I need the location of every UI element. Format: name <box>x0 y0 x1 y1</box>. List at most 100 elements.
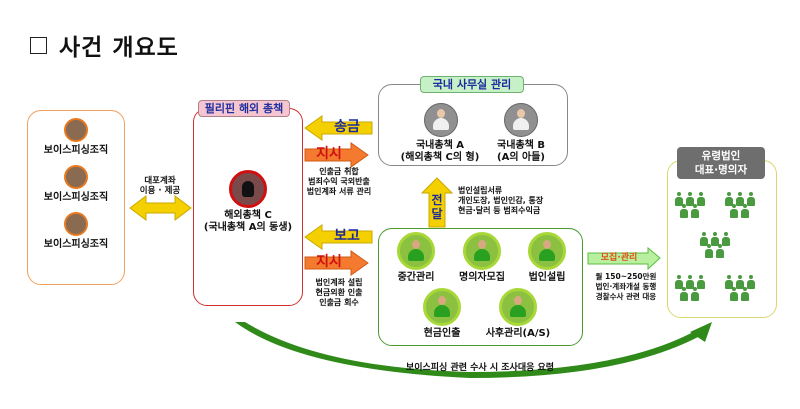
overseas-tag: 필리핀 해외 총책 <box>198 100 290 117</box>
person-figure-icon <box>700 232 708 246</box>
org-label: 보이스피싱조직 <box>43 145 109 156</box>
roles-panel <box>378 228 583 346</box>
person-figure-icon <box>741 204 749 218</box>
people-group-icon <box>675 275 711 303</box>
delivery-label: 전 달 <box>429 193 445 221</box>
curved-arrow-icon <box>235 322 700 378</box>
report-arrow-icon <box>304 224 373 250</box>
role-item: 중간관리 <box>392 232 440 284</box>
role-label: 현금인출 <box>423 328 461 339</box>
green-person-icon <box>463 232 501 270</box>
checkbox-square-icon <box>30 36 47 54</box>
role-label: 명의자모집 <box>459 272 505 283</box>
recruit-notes: 월 150~250만원 법인·계좌개설 동행 경찰수사 관련 대응 <box>583 272 669 302</box>
delivery-notes: 법인설립서류 개인도장, 법인인감, 통장 현금·달러 등 범죄수익금 <box>458 186 588 216</box>
delivery-arrow-icon <box>420 177 454 228</box>
people-groups <box>667 180 777 315</box>
person-relation: (해외총책 C의 형) <box>400 152 480 163</box>
people-group-icon <box>725 192 761 220</box>
lower-note: 법인계좌 설립 <box>315 278 363 287</box>
recruit-note: 경찰수사 관련 대응 <box>595 292 657 301</box>
org-item: 보이스피싱조직 <box>27 118 125 157</box>
shell-tag-line2: 대표·명의자 <box>694 164 748 176</box>
person-name: 국내총책 A <box>415 140 465 151</box>
person-figure-icon <box>697 275 705 289</box>
person-figure-icon <box>680 204 688 218</box>
people-group-icon <box>700 232 736 260</box>
report-label: 보고 <box>334 228 360 244</box>
person-figure-icon <box>680 287 688 301</box>
send-arrow-icon <box>304 115 373 141</box>
upper-note: 범죄수익 국외반출 <box>308 177 370 186</box>
upper-note: 인출금 취합 <box>319 167 359 176</box>
role-item: 사후관리(A/S) <box>478 288 558 340</box>
lower-note: 현금외환 인출 <box>315 288 363 297</box>
double-arrow-icon <box>129 195 192 221</box>
org-label: 보이스피싱조직 <box>43 239 109 250</box>
person-figure-icon <box>722 232 730 246</box>
person-figure-icon <box>675 192 683 206</box>
person-figure-icon <box>747 275 755 289</box>
order-arrow-lower-icon <box>304 250 369 276</box>
delivery-note: 현금·달러 등 범죄수익금 <box>458 206 541 215</box>
green-person-icon <box>499 288 537 326</box>
account-link-line1: 대포계좌 <box>144 176 176 186</box>
person-figure-icon <box>730 204 738 218</box>
org-item: 보이스피싱조직 <box>27 165 125 204</box>
org-item: 보이스피싱조직 <box>27 212 125 251</box>
person-figure-icon <box>711 232 719 246</box>
voice-phishing-panel <box>27 110 125 285</box>
lower-notes: 법인계좌 설립 현금외환 인출 인출금 회수 <box>298 278 380 308</box>
page-title: 사건 개요도 <box>30 28 179 62</box>
person-figure-icon <box>736 192 744 206</box>
org-group-icon <box>64 118 88 142</box>
person-figure-icon <box>686 192 694 206</box>
role-item: 명의자모집 <box>454 232 510 284</box>
upper-notes: 인출금 취합 범죄수익 국외반출 법인계좌 서류 관리 <box>298 167 380 197</box>
domestic-office-tag: 국내 사무실 관리 <box>420 76 524 93</box>
role-item: 현금인출 <box>414 288 470 340</box>
recruit-arrow-icon <box>587 246 661 271</box>
delivery-char: 달 <box>431 207 443 221</box>
person-relation: (A의 아들) <box>497 152 545 163</box>
person-figure-icon <box>691 287 699 301</box>
green-person-icon <box>397 232 435 270</box>
person-figure-icon <box>730 287 738 301</box>
org-group-icon <box>64 165 88 189</box>
person-name: 국내총책 B <box>497 140 545 151</box>
delivery-char: 전 <box>431 193 443 207</box>
account-link-label: 대포계좌 이용 · 제공 <box>130 176 190 196</box>
order-upper-label: 지시 <box>316 146 342 162</box>
order-arrow-upper-icon <box>304 142 369 168</box>
org-group-icon <box>64 212 88 236</box>
person-figure-icon <box>686 275 694 289</box>
order-lower-label: 지시 <box>316 254 342 270</box>
org-label: 보이스피싱조직 <box>43 192 109 203</box>
person-figure-icon <box>736 275 744 289</box>
send-label: 송금 <box>334 119 360 135</box>
person-figure-icon <box>705 244 713 258</box>
person-figure-icon <box>691 204 699 218</box>
bottom-arrow-label: 보이스피싱 관련 수사 시 조사대응 요령 <box>405 363 555 373</box>
person-figure-icon <box>725 275 733 289</box>
role-label: 법인설립 <box>528 272 566 283</box>
overseas-person-relation: (국내총책 A의 동생) <box>203 222 293 233</box>
overseas-person-name: 해외총책 C <box>224 210 272 221</box>
title-text: 사건 개요도 <box>59 35 179 61</box>
hacker-avatar-icon <box>229 170 267 208</box>
person-figure-icon <box>725 192 733 206</box>
green-person-icon <box>423 288 461 326</box>
upper-note: 법인계좌 서류 관리 <box>306 187 372 196</box>
domestic-person-b: 국내총책 B (A의 아들) <box>478 140 564 164</box>
delivery-note: 개인도장, 법인인감, 통장 <box>458 196 544 205</box>
account-link-line2: 이용 · 제공 <box>139 186 181 196</box>
delivery-note: 법인설립서류 <box>458 186 503 195</box>
lower-note: 인출금 회수 <box>319 298 359 307</box>
role-item: 법인설립 <box>522 232 572 284</box>
person-figure-icon <box>716 244 724 258</box>
voice-phishing-org-list: 보이스피싱조직 보이스피싱조직 보이스피싱조직 <box>27 118 125 251</box>
curved-arrow-head-icon <box>690 322 712 342</box>
overseas-person-label: 해외총책 C (국내총책 A의 동생) <box>193 210 303 234</box>
domestic-person-a: 국내총책 A (해외총책 C의 형) <box>395 140 485 164</box>
